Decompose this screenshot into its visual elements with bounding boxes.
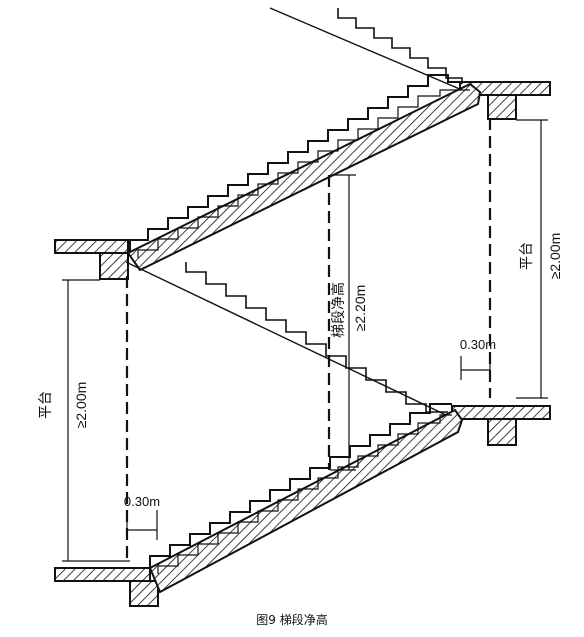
right-middle-slab — [451, 405, 551, 420]
left-platform-value: ≥2.00m — [73, 382, 89, 429]
floor-slabs — [54, 81, 551, 607]
left-upper-slab — [54, 239, 131, 254]
far-stringer-upper — [269, 7, 463, 91]
flight-title: 梯段净高 — [330, 282, 347, 338]
dimension-lines — [67, 120, 542, 561]
flight-value: ≥2.20m — [352, 285, 368, 332]
right-platform-value: ≥2.00m — [547, 233, 563, 280]
left-platform-title: 平台 — [38, 391, 54, 419]
lower-flight-steps — [149, 403, 452, 568]
far-stair-upper — [269, 7, 463, 91]
lower-flight-slab — [148, 408, 464, 594]
left-bottom-slab — [54, 567, 151, 582]
labels: 平台 ≥2.00m 平台 ≥2.00m 梯段净高 ≥2.20m 0.30m 0.… — [38, 233, 563, 509]
left-upper-beam — [99, 252, 129, 280]
far-steps-upper — [337, 8, 463, 84]
left-bottom-beam — [129, 580, 159, 607]
right-upper-beam — [487, 94, 517, 120]
far-steps-middle — [185, 262, 448, 413]
right-middle-beam — [487, 418, 517, 446]
figure-caption: 图9 梯段净高 — [256, 613, 328, 627]
lower-stair-flight — [148, 403, 464, 594]
far-stringer-middle — [125, 261, 449, 417]
far-stair-middle — [125, 261, 449, 417]
right-platform-title: 平台 — [519, 242, 535, 270]
upper-flight-steps — [127, 74, 470, 253]
lower-flight-inner-steps — [157, 414, 452, 574]
offset-bottom-label: 0.30m — [124, 494, 160, 509]
upper-flight-slab — [126, 82, 482, 272]
offset-top-label: 0.30m — [460, 337, 496, 352]
upper-stair-flight — [126, 74, 482, 272]
upper-flight-inner-steps — [137, 89, 470, 258]
